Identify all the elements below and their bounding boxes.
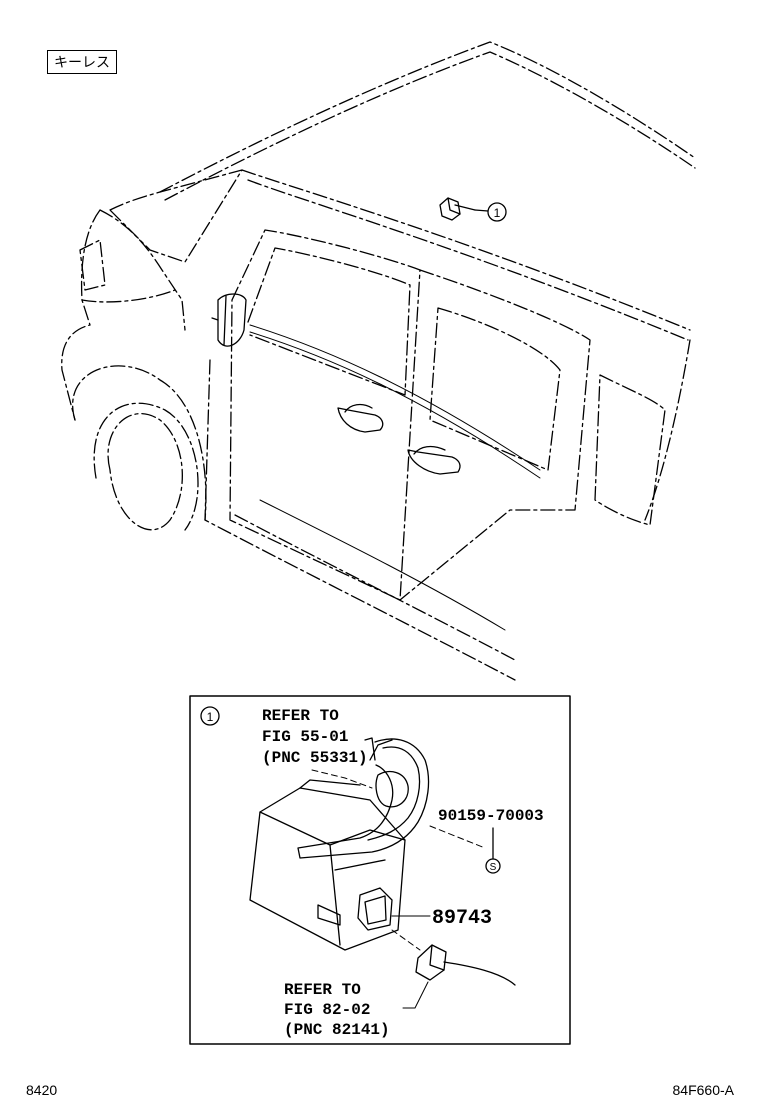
vehicle-roof [159, 41, 696, 193]
leader-lines [311, 769, 486, 1009]
part-number-screw: 90159-70003 [438, 807, 544, 825]
refer-bottom-line2: FIG 82-02 [284, 1001, 370, 1019]
keyless-tag-label: キーレス [54, 55, 110, 71]
vehicle-front [61, 209, 101, 421]
callout-circle-detail [200, 706, 220, 726]
refer-bottom-line1: REFER TO [284, 981, 361, 999]
bracket-part [297, 737, 430, 859]
part-number-main: 89743 [432, 907, 492, 930]
vehicle-rear-window [429, 307, 561, 471]
refer-top-line2: FIG 55-01 [262, 728, 348, 746]
wire-connector [415, 944, 516, 986]
screw-mark: S [490, 862, 497, 873]
callout-number-detail: 1 [207, 710, 214, 724]
detail-box [189, 695, 571, 1045]
callout-circle-main [487, 202, 507, 222]
vehicle-details [249, 324, 541, 631]
side-mirror [211, 293, 247, 347]
refer-bottom-line3: (PNC 82141) [284, 1021, 390, 1039]
refer-top-line1: REFER TO [262, 707, 339, 725]
vehicle-wheel-arch [72, 365, 207, 521]
footer-left-code: 8420 [26, 1082, 58, 1098]
ecu-part [249, 779, 406, 951]
refer-top-line3: (PNC 55331) [262, 749, 368, 767]
door-handle-front [337, 403, 384, 433]
footer-right-code: 84F660-A [672, 1082, 734, 1098]
vehicle-sliding-door [399, 269, 591, 601]
door-handle-rear [407, 445, 461, 475]
keyless-tag: キーレス [47, 50, 117, 74]
vehicle-windshield [109, 169, 243, 263]
roof-part-icon [439, 197, 476, 221]
callout-number-main: 1 [494, 206, 501, 220]
vehicle-front-door [229, 229, 421, 601]
vehicle-outline [61, 41, 696, 681]
vehicle-wheel [107, 413, 183, 531]
